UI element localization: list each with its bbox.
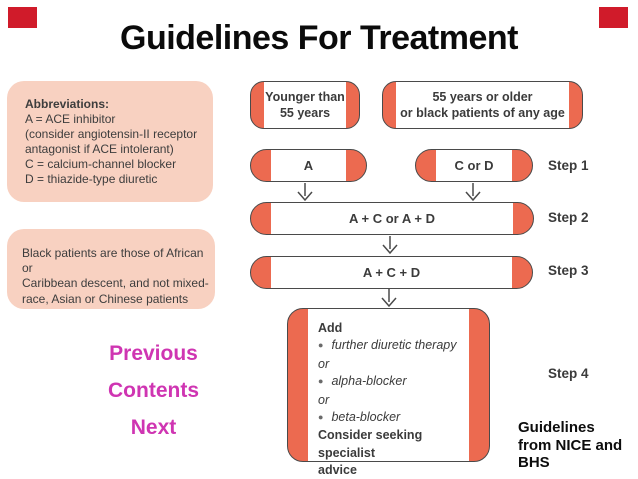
add-box-heading: Add xyxy=(318,321,343,335)
abbreviations-panel: Abbreviations: A = ACE inhibitor (consid… xyxy=(7,81,213,202)
step-4-label: Step 4 xyxy=(548,366,589,381)
bullet-icon: ● xyxy=(318,376,324,387)
flow-box-line: Younger than xyxy=(265,90,345,104)
abbreviation-line: D = thiazide-type diuretic xyxy=(25,171,158,186)
step-3-label: Step 3 xyxy=(548,263,589,278)
abbreviation-line: (consider angiotensin-II receptor xyxy=(25,126,198,141)
flow-box-55-or-older: 55 years or older or black patients of a… xyxy=(382,81,583,129)
add-box-or: or xyxy=(318,356,330,371)
nice-bhs-credit: Guidelines from NICE and BHS xyxy=(518,419,636,472)
flow-pill-a-plus-c-plus-d: A + C + D xyxy=(250,256,533,289)
flow-box-line: 55 years or older xyxy=(432,90,533,104)
red-corner-mark-right xyxy=(599,7,628,28)
previous-link[interactable]: Previous xyxy=(109,342,198,365)
add-box-or: or xyxy=(318,392,330,407)
step-2-label: Step 2 xyxy=(548,210,589,225)
credit-line: from NICE and xyxy=(518,436,623,454)
red-corner-mark-left xyxy=(8,7,37,28)
flow-box-line: 55 years xyxy=(279,106,331,120)
down-arrow-icon xyxy=(464,183,482,202)
note-line: Black patients are those of African or xyxy=(22,246,204,276)
step-4-add-therapy-box: Add ● further diuretic therapy or ● alpha-… xyxy=(287,308,490,477)
bullet-icon: ● xyxy=(318,412,324,423)
add-box-item-text: alpha-blocker xyxy=(331,374,407,389)
add-box-item: ● further diuretic therapy xyxy=(318,337,463,355)
add-box-item: ● alpha-blocker xyxy=(318,373,463,391)
credit-line: BHS xyxy=(518,454,550,471)
flow-pill-a-plus-c-or-a-plus-d: A + C or A + D xyxy=(250,202,534,235)
note-line: Caribbean descent, and not mixed- xyxy=(22,276,209,291)
abbreviations-heading: Abbreviations: xyxy=(25,97,110,111)
note-line: race, Asian or Chinese patients xyxy=(22,291,189,306)
abbreviation-line: A = ACE inhibitor xyxy=(25,111,116,126)
flow-box-younger-than-55: Younger than 55 years xyxy=(250,81,360,129)
add-box-footer-line: advice xyxy=(318,463,357,478)
flow-box-line: or black patients of any age xyxy=(400,106,565,120)
flow-pill-a: A xyxy=(250,149,367,182)
abbreviation-line: C = calcium-channel blocker xyxy=(25,156,177,171)
down-arrow-icon xyxy=(296,183,314,202)
step-1-label: Step 1 xyxy=(548,158,589,173)
next-link[interactable]: Next xyxy=(130,416,177,439)
credit-line: Guidelines xyxy=(518,419,595,436)
down-arrow-icon xyxy=(381,236,399,255)
slide-navigation: Previous Contents Next xyxy=(85,342,222,453)
add-box-footer-line: Consider seeking specialist xyxy=(318,428,423,460)
down-arrow-icon xyxy=(380,289,398,308)
flow-pill-c-or-d: C or D xyxy=(415,149,533,182)
bullet-icon: ● xyxy=(318,340,324,351)
add-box-item: ● beta-blocker xyxy=(318,409,463,427)
black-patients-note-panel: Black patients are those of African or C… xyxy=(7,229,215,309)
page-title: Guidelines For Treatment xyxy=(120,19,518,57)
abbreviation-line: antagonist if ACE intolerant) xyxy=(25,141,174,156)
add-box-item-text: further diuretic therapy xyxy=(331,338,457,353)
add-box-item-text: beta-blocker xyxy=(331,410,401,425)
contents-link[interactable]: Contents xyxy=(108,379,199,402)
